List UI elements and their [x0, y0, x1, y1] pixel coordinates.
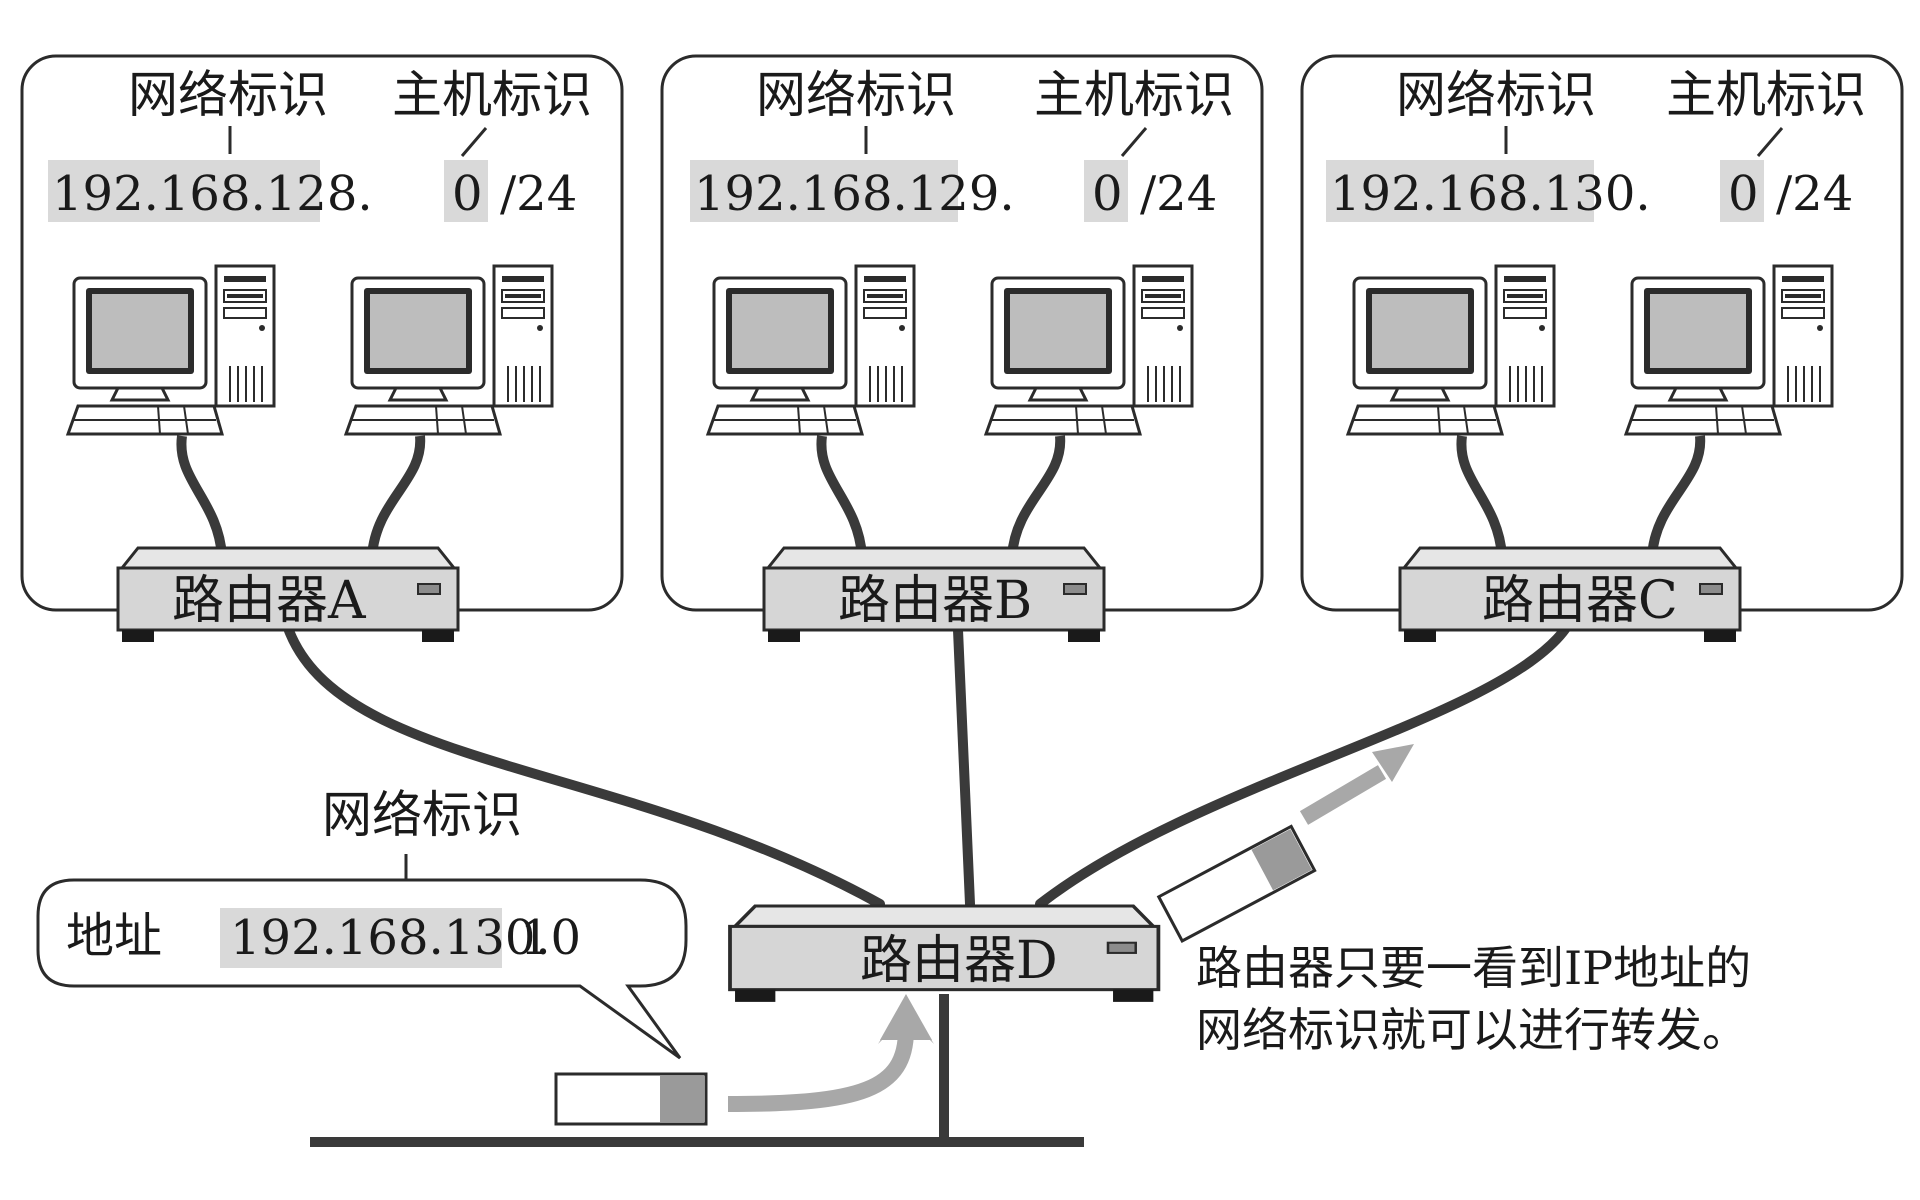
note-line-1: 路由器只要一看到IP地址的	[1196, 941, 1751, 995]
desktop-computer-icon	[66, 264, 276, 436]
net-id-highlight	[1326, 160, 1594, 222]
net-id-label: 网络标识	[1396, 66, 1596, 124]
desktop-computer-icon	[1624, 264, 1834, 436]
net-id-value: 192.168.129.	[694, 166, 1015, 222]
lan-cable	[367, 435, 426, 557]
bubble-net-id-value: 192.168.130.	[230, 910, 551, 966]
network-panel-a: 网络标识 主机标识 192.168.128. 0 /24 路由器A	[20, 54, 624, 644]
address-label: 地址	[66, 908, 162, 964]
host-id-value: 0	[1728, 166, 1759, 222]
host-id-label: 主机标识	[392, 66, 592, 124]
host-id-highlight	[1720, 160, 1764, 222]
bubble-net-id-highlight	[220, 908, 502, 968]
net-id-label: 网络标识	[128, 66, 328, 124]
host-id-label: 主机标识	[1034, 66, 1234, 124]
lan-cable	[816, 435, 867, 557]
arrow-head	[1372, 744, 1414, 782]
host-id-highlight	[1084, 160, 1128, 222]
desktop-computer-icon	[984, 264, 1194, 436]
link-c-d	[1035, 623, 1571, 909]
arrow-icon	[1299, 765, 1387, 825]
incoming-packet	[554, 994, 934, 1126]
host-id-pointer	[1120, 127, 1148, 157]
link-b-d	[953, 625, 975, 909]
packet-header	[1251, 829, 1312, 891]
desktop-computer-icon	[344, 264, 554, 436]
host-id-pointer	[460, 127, 488, 157]
arrow-head-fill	[880, 994, 932, 1040]
lan-cable	[1647, 435, 1706, 557]
prefix-length: /24	[1140, 166, 1217, 222]
router-label: 路由器A	[172, 571, 367, 631]
lan-cable	[1007, 435, 1066, 557]
host-id-value: 0	[1092, 166, 1123, 222]
bubble-host-id-value: 10	[520, 910, 581, 966]
router-d-group: 路由器D	[310, 904, 1161, 1147]
net-id-highlight	[48, 160, 320, 222]
host-id-label: 主机标识	[1666, 66, 1866, 124]
net-id-value: 192.168.128.	[52, 166, 373, 222]
host-id-pointer	[1756, 127, 1784, 157]
lan-cable	[1456, 435, 1507, 557]
net-id-value: 192.168.130.	[1330, 166, 1651, 222]
note-line-2: 网络标识就可以进行转发。	[1196, 1003, 1748, 1057]
bubble-net-id-label: 网络标识	[322, 786, 522, 844]
desktop-computer-icon	[1346, 264, 1556, 436]
prefix-length: /24	[1776, 166, 1853, 222]
router-label: 路由器C	[1482, 571, 1678, 631]
outgoing-packet	[1156, 744, 1414, 943]
router-d-label: 路由器D	[860, 931, 1058, 991]
wan-links	[283, 623, 1571, 909]
link-a-d	[283, 623, 885, 909]
prefix-length: /24	[500, 166, 577, 222]
host-id-highlight	[444, 160, 488, 222]
packet-header	[660, 1076, 704, 1122]
net-id-label: 网络标识	[756, 66, 956, 124]
speech-bubble	[36, 878, 688, 1060]
host-id-value: 0	[452, 166, 483, 222]
arrow-icon	[727, 1029, 914, 1112]
explanation-note: 路由器只要一看到IP地址的 网络标识就可以进行转发。	[1196, 941, 1751, 1057]
lan-cable	[176, 435, 227, 557]
desktop-computer-icon	[706, 264, 916, 436]
router-label: 路由器B	[838, 571, 1032, 631]
network-panel-c: 网络标识 主机标识 192.168.130. 0 /24 路由器C	[1300, 54, 1904, 644]
net-id-highlight	[690, 160, 958, 222]
network-panel-b: 网络标识 主机标识 192.168.129. 0 /24 路由器B	[660, 54, 1264, 644]
packet-address-bubble: 网络标识 地址 192.168.130. 10	[36, 786, 688, 1060]
